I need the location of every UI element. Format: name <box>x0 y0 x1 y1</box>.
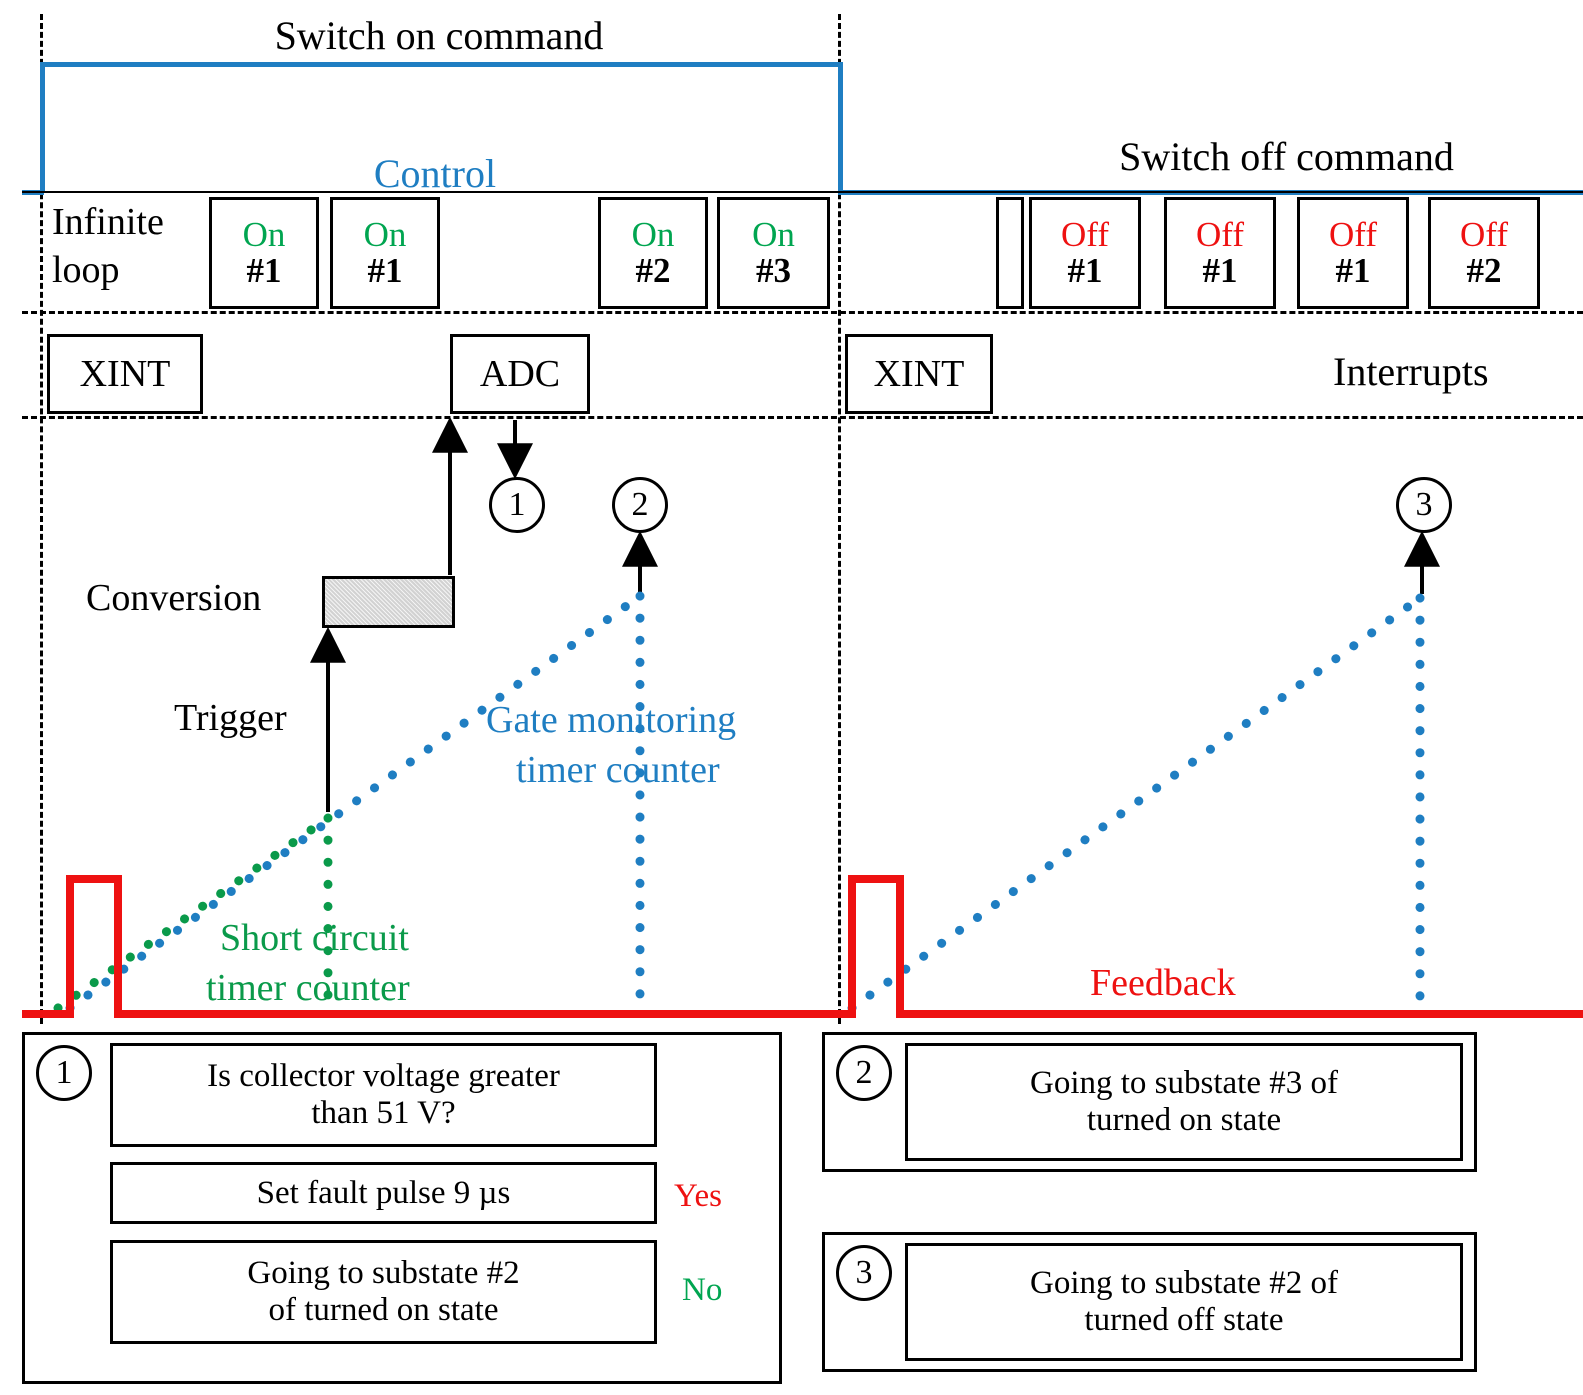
legend-row-line1: Set fault pulse 9 µs <box>256 1174 511 1211</box>
legend-row-line2: turned off state <box>1084 1302 1284 1338</box>
state-box-off-1[interactable]: Off #1 <box>1029 197 1141 309</box>
state-box-word: On <box>363 215 407 255</box>
state-box-on-4[interactable]: On #3 <box>717 197 830 309</box>
legend-1-row-question: Is collector voltage greater than 51 V? <box>110 1043 657 1147</box>
legend-row-line2: turned on state <box>1086 1102 1282 1138</box>
legend-row-line1: Going to substate #2 of <box>1030 1265 1338 1302</box>
state-box-number: #1 <box>1067 251 1103 290</box>
legend-3-row-text: Going to substate #2 of turned off state <box>905 1243 1463 1361</box>
event-line-switch-on <box>40 14 43 1024</box>
legend-row-line2: than 51 V? <box>311 1095 456 1131</box>
control-falling-edge <box>838 62 843 192</box>
legend-row-line2: of turned on state <box>268 1292 499 1328</box>
legend-marker-label: 2 <box>855 1054 873 1091</box>
gate-monitoring-label-line1: Gate monitoring <box>486 699 737 741</box>
interrupt-box-xint-2[interactable]: XINT <box>845 334 993 414</box>
legend-row-line1: Going to substate #2 <box>247 1255 520 1292</box>
state-box-off-3[interactable]: Off #1 <box>1297 197 1409 309</box>
legend-marker-label: 3 <box>855 1254 873 1291</box>
state-box-number: #1 <box>1335 251 1371 290</box>
gate-monitoring-label-line2: timer counter <box>516 749 720 791</box>
state-box-number: #1 <box>1202 251 1238 290</box>
state-box-number: #1 <box>367 251 403 290</box>
gate-monitoring-timer-ramp-off <box>847 593 1425 1013</box>
short-circuit-label-line1: Short circuit <box>220 917 409 959</box>
state-box-word: Off <box>1196 215 1244 255</box>
control-high-level <box>40 62 838 67</box>
state-box-word: Off <box>1329 215 1377 255</box>
marker-circle-label: 2 <box>631 486 649 523</box>
feedback-trace <box>22 875 1583 1018</box>
infinite-loop-label-line1: Infinite <box>52 201 164 243</box>
legend-marker-circle-2: 2 <box>836 1045 892 1101</box>
state-box-word: On <box>752 215 795 255</box>
interrupts-label: Interrupts <box>1333 349 1489 394</box>
state-box-word: On <box>631 215 675 255</box>
interrupt-box-label: ADC <box>479 353 561 395</box>
state-box-word: Off <box>1061 215 1109 255</box>
state-box-word: On <box>242 215 286 255</box>
legend-1-answer-no: No <box>682 1272 723 1308</box>
feedback-label: Feedback <box>1090 962 1236 1004</box>
divider-control-interrupts <box>22 311 1583 314</box>
state-box-off-2[interactable]: Off #1 <box>1164 197 1276 309</box>
state-box-word: Off <box>1460 215 1508 255</box>
legend-marker-circle-1: 1 <box>36 1045 92 1101</box>
legend-2-row-text: Going to substate #3 of turned on state <box>905 1043 1463 1161</box>
legend-row-line1: Is collector voltage greater <box>207 1058 560 1095</box>
marker-circle-label: 1 <box>508 486 526 523</box>
state-box-number: #2 <box>1466 251 1502 290</box>
state-box-transition[interactable] <box>996 197 1024 309</box>
marker-circle-label: 3 <box>1415 486 1433 523</box>
control-label: Control <box>373 151 497 196</box>
conversion-block <box>322 576 455 628</box>
marker-circle-3: 3 <box>1396 477 1452 533</box>
control-rising-edge <box>40 62 45 192</box>
short-circuit-label-line2: timer counter <box>206 967 410 1009</box>
interrupt-box-label: XINT <box>79 353 171 395</box>
state-box-number: #3 <box>756 251 791 290</box>
interrupt-box-label: XINT <box>873 353 965 395</box>
conversion-label: Conversion <box>86 577 262 619</box>
legend-marker-label: 1 <box>55 1054 73 1091</box>
state-box-on-1[interactable]: On #1 <box>209 197 319 309</box>
event-line-switch-off <box>838 14 841 1024</box>
switch-on-command-label: Switch on command <box>274 13 604 58</box>
divider-interrupts-timing <box>22 416 1583 419</box>
state-box-on-3[interactable]: On #2 <box>598 197 708 309</box>
gate-monitoring-timer-ramp-on <box>65 591 645 1013</box>
switch-off-command-label: Switch off command <box>1119 134 1454 179</box>
state-box-off-4[interactable]: Off #2 <box>1428 197 1540 309</box>
legend-row-line1: Going to substate #3 of <box>1030 1065 1338 1102</box>
control-row-top-rule <box>22 191 1583 193</box>
legend-marker-circle-3: 3 <box>836 1245 892 1301</box>
marker-circle-1: 1 <box>489 477 545 533</box>
interrupt-box-adc[interactable]: ADC <box>450 334 590 414</box>
infinite-loop-label-line2: loop <box>52 249 120 291</box>
marker-circle-2: 2 <box>612 477 668 533</box>
state-box-number: #2 <box>635 251 671 290</box>
interrupt-box-xint-1[interactable]: XINT <box>47 334 203 414</box>
state-box-number: #1 <box>246 251 282 290</box>
trigger-label: Trigger <box>174 697 287 739</box>
legend-1-row-substate: Going to substate #2 of turned on state <box>110 1240 657 1344</box>
state-box-on-2[interactable]: On #1 <box>330 197 440 309</box>
legend-1-row-fault-pulse: Set fault pulse 9 µs <box>110 1162 657 1224</box>
legend-1-answer-yes: Yes <box>674 1178 723 1214</box>
